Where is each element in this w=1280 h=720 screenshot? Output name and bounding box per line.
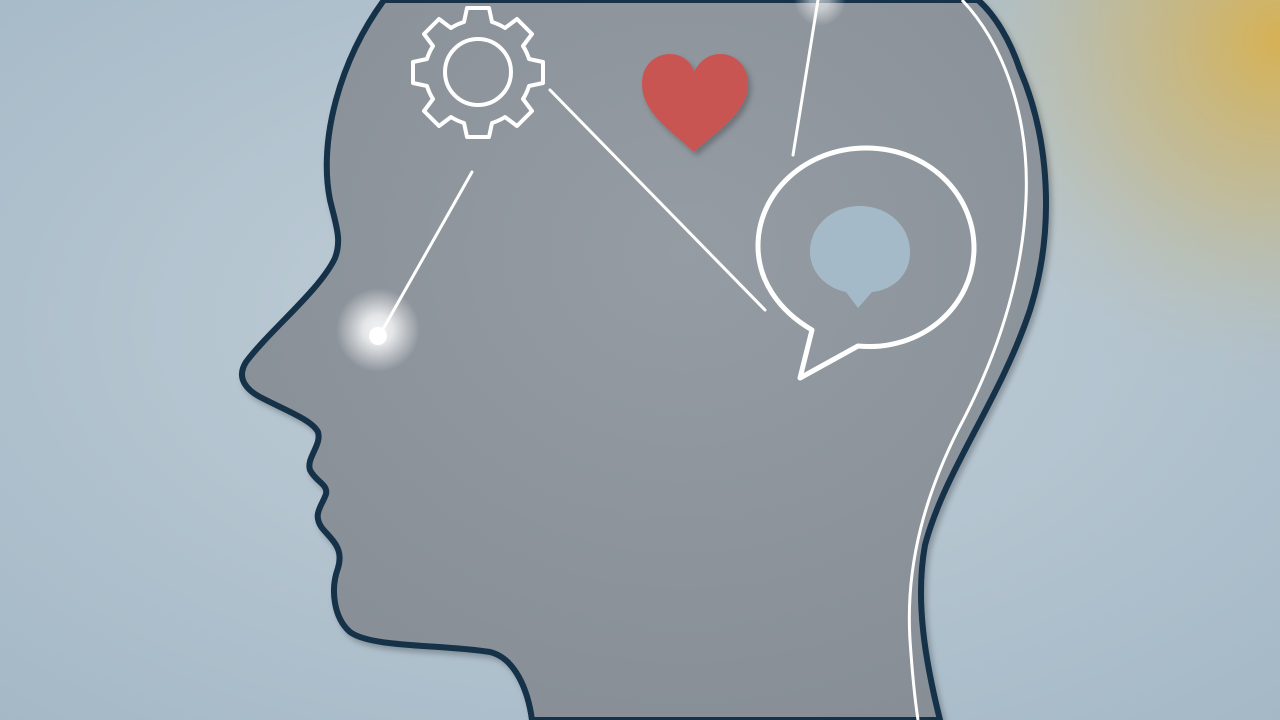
top-spark-glow xyxy=(794,0,846,26)
light-spark-icon xyxy=(336,288,420,372)
speech-bubble-icon xyxy=(755,145,977,381)
connector-line-bubble-top xyxy=(791,0,820,157)
inner-bubble xyxy=(810,206,910,308)
connector-line-gear-bubble xyxy=(548,88,767,312)
heart-icon xyxy=(642,54,748,152)
inner-head-outline xyxy=(907,0,1028,720)
head-silhouette xyxy=(239,0,1050,720)
gear-icon xyxy=(411,6,545,139)
